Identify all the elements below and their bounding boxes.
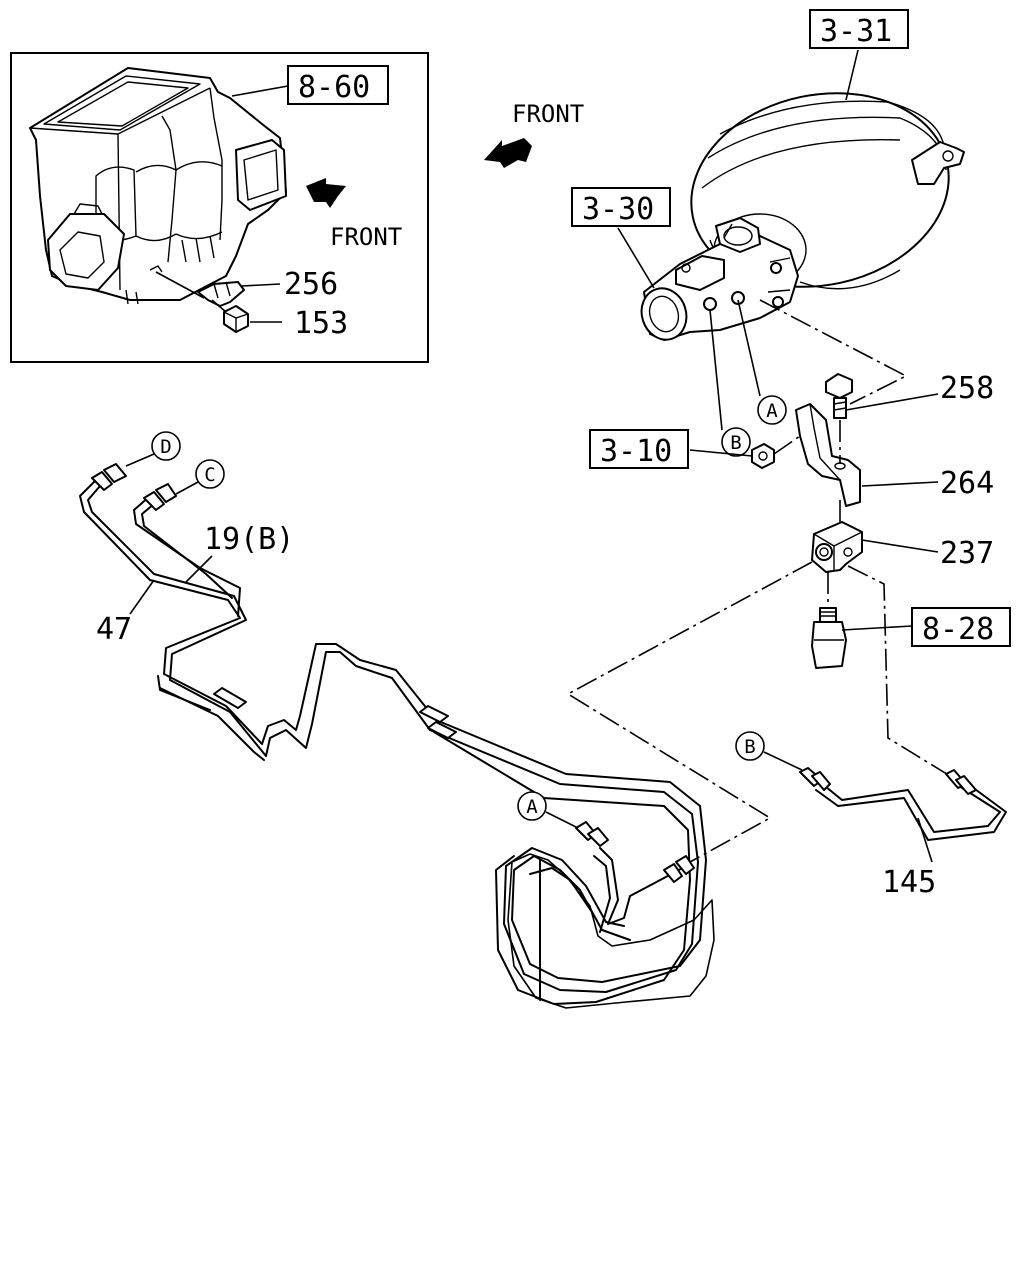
leader-D	[125, 453, 155, 467]
connector-A-upper: A	[757, 395, 787, 425]
front-label-inset: FRONT	[330, 223, 402, 251]
leader-19b	[185, 555, 213, 583]
pipe-47-19b	[79, 463, 715, 1009]
leader-B-upper	[709, 309, 723, 431]
leader-330	[617, 227, 655, 289]
phantom-line-right	[847, 565, 951, 777]
phantom-line-left	[566, 561, 813, 863]
ref-label-330: 3-30	[582, 192, 654, 227]
leader-860	[231, 85, 289, 97]
hvac-unit-drawing	[29, 67, 287, 305]
leader-331	[845, 49, 859, 101]
inset-panel: 8-60 FRONT 256 153	[10, 52, 429, 363]
connector-D: D	[151, 431, 181, 461]
part-label-47: 47	[96, 612, 132, 647]
bracket-264	[795, 403, 861, 507]
ref-box-331	[809, 9, 909, 49]
ref-label-331: 3-31	[820, 14, 892, 49]
leader-B-lower	[763, 751, 803, 771]
connector-B-lower: B	[735, 731, 765, 761]
part-label-264: 264	[940, 466, 994, 501]
pipe-145	[799, 767, 1007, 841]
phantom-line-upper	[759, 299, 908, 405]
connector-A-lower: A	[517, 791, 547, 821]
ref-box-310	[589, 429, 689, 469]
leader-A-lower	[545, 811, 579, 829]
ref-box-330	[571, 187, 671, 227]
leader-258	[845, 393, 939, 411]
part-label-258: 258	[940, 371, 994, 406]
leader-145	[917, 817, 933, 863]
leader-C	[175, 481, 199, 495]
switch-828	[811, 572, 847, 669]
connector-C: C	[195, 459, 225, 489]
ref-box-828	[911, 607, 1011, 647]
leader-310	[689, 449, 753, 457]
connector-label: A	[526, 796, 538, 818]
bolt-258	[825, 373, 853, 419]
joint-237	[811, 500, 863, 573]
leader-256	[241, 283, 281, 287]
part-label-19b: 19(B)	[204, 522, 294, 557]
part-label-237: 237	[940, 536, 994, 571]
ref-label-828: 8-28	[922, 612, 994, 647]
leader-A-upper	[737, 299, 761, 397]
connector-B-upper: B	[721, 427, 751, 457]
ref-box-860	[287, 65, 389, 105]
front-arrow-icon	[484, 138, 532, 168]
connector-label: B	[730, 432, 741, 454]
connector-label: D	[160, 436, 171, 458]
leader-828	[841, 625, 913, 631]
phantom-nut	[773, 435, 801, 455]
front-arrow-icon	[306, 178, 346, 208]
ref-label-310: 3-10	[600, 434, 672, 469]
connector-label: A	[766, 400, 778, 422]
bolt-153	[211, 299, 249, 333]
bracket-256	[155, 271, 245, 307]
part-label-145: 145	[882, 865, 936, 900]
connector-label: B	[744, 736, 755, 758]
ref-label-860: 8-60	[298, 70, 370, 105]
leader-264	[861, 481, 939, 487]
part-label-153: 153	[294, 306, 348, 341]
nut-310	[751, 443, 775, 469]
leader-47	[129, 579, 155, 615]
front-label-main: FRONT	[512, 100, 584, 128]
part-label-256: 256	[284, 267, 338, 302]
leader-237	[861, 539, 939, 553]
connector-label: C	[204, 464, 215, 486]
master-cylinder-drawing	[640, 217, 799, 341]
